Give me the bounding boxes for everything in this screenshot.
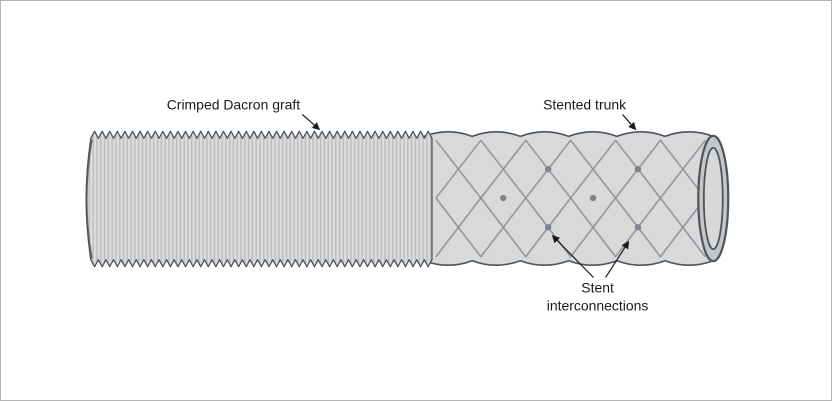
stent-node <box>634 224 642 231</box>
arrow-to-stented-trunk <box>622 114 637 131</box>
label-stented-trunk: Stented trunk <box>543 96 626 112</box>
annotations: Crimped Dacron graft Stented trunk Stent… <box>167 96 649 313</box>
label-stent-interconnections-line2: interconnections <box>547 297 649 313</box>
stent-interconnection-nodes <box>500 165 642 231</box>
end-ring-opening <box>702 146 724 251</box>
label-crimped-dacron-graft: Crimped Dacron graft <box>167 96 301 112</box>
arrow-to-interconnection-left <box>551 234 595 279</box>
stent-wire <box>435 139 706 199</box>
stent-node <box>634 165 642 173</box>
stent-node <box>589 194 597 202</box>
graft-left-edge <box>85 139 93 259</box>
stent-wire <box>435 197 706 258</box>
arrow-to-interconnection-right <box>605 240 630 278</box>
stent-wire <box>435 197 706 258</box>
label-stent-interconnections-line1: Stent <box>581 280 614 296</box>
crimped-graft-section <box>85 130 433 268</box>
stent-node <box>500 194 507 202</box>
arrow-to-crimped-graft <box>301 113 321 131</box>
stent-node <box>544 165 552 173</box>
stent-node <box>544 224 552 231</box>
stent-lattice <box>435 139 706 258</box>
stented-trunk-section <box>423 131 728 266</box>
